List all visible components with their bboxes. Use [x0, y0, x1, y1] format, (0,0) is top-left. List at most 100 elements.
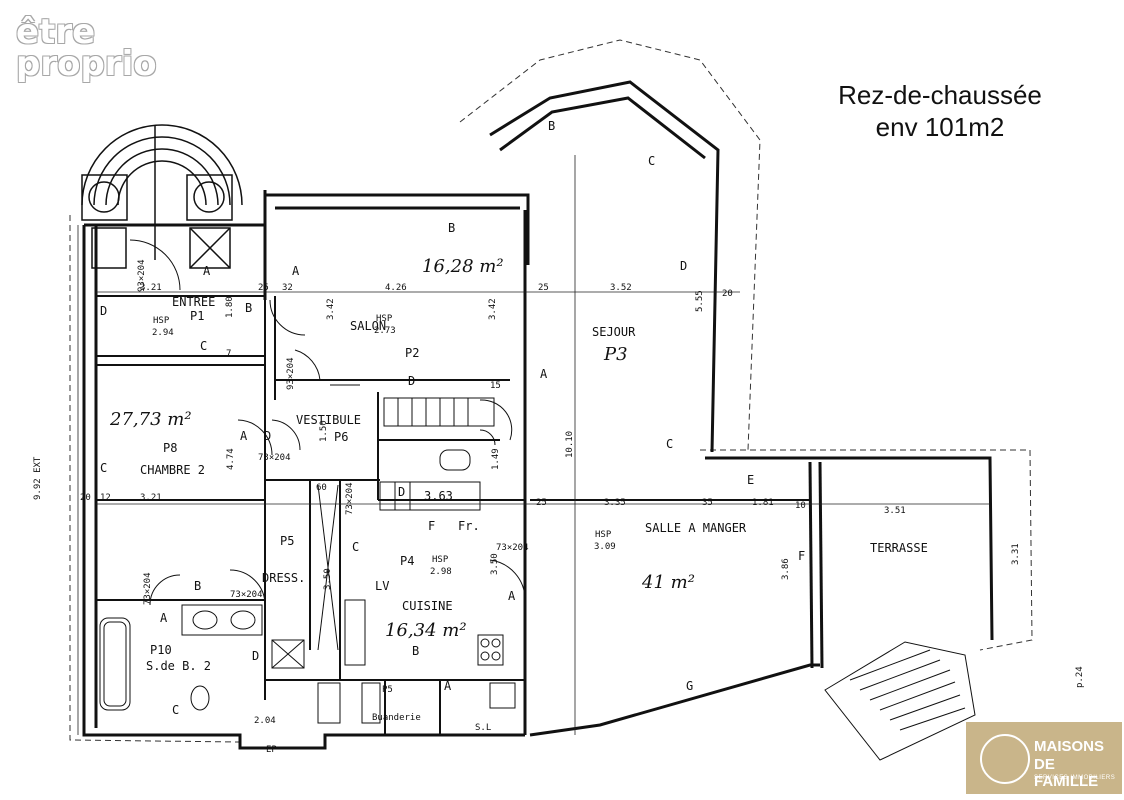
- letter-a-4: A: [240, 429, 248, 443]
- room-buanderie-name: Buanderie: [372, 713, 421, 723]
- room-chambre2-name: CHAMBRE 2: [140, 463, 205, 477]
- dim-992: 9.92 EXT: [33, 456, 43, 500]
- letter-d-6: D: [252, 649, 259, 663]
- letter-e: E: [747, 473, 754, 487]
- num-12-left: 12: [100, 493, 111, 503]
- room-chambre2-code: P8: [163, 441, 177, 455]
- letter-d-2: D: [680, 259, 687, 273]
- walls: [82, 80, 994, 750]
- room-entree-hsp-label: HSP: [153, 316, 170, 326]
- dim-342: 3.42: [326, 298, 336, 320]
- room-cuisine-area: 16,34 m²: [385, 620, 467, 641]
- stair-value: 3.63: [424, 489, 453, 503]
- dim-331: 3.31: [1011, 543, 1021, 565]
- letter-lv: LV: [375, 579, 389, 593]
- letter-d-5: D: [398, 485, 405, 499]
- interior-walls: [96, 295, 810, 735]
- letter-c-2: C: [648, 154, 655, 168]
- watermark-line2: proprio: [16, 44, 157, 84]
- letter-c-4: C: [100, 461, 107, 475]
- dimension-lines: [77, 155, 990, 735]
- room-dress-name: DRESS.: [262, 571, 305, 585]
- letter-b-2: B: [448, 221, 455, 235]
- dim-555: 5.55: [695, 290, 705, 312]
- num-25-c: 25: [536, 498, 547, 508]
- letter-g: G: [686, 679, 693, 693]
- dim-1010: 10.10: [565, 431, 575, 458]
- letter-b-5: B: [194, 579, 201, 593]
- room-salon-hsp: 2.73: [374, 326, 396, 336]
- letter-d-4: D: [264, 429, 271, 443]
- porch: [81, 124, 243, 269]
- door-dim-3: 73×204: [258, 453, 291, 463]
- letter-a-5: A: [508, 589, 516, 603]
- letter-d-1: D: [100, 304, 107, 318]
- dimension-labels: 3.21 4.26 3.52 3.42 3.42 1.80 3.21 3.35 …: [33, 259, 1021, 726]
- plan-title: Rez-de-chaussée: [838, 80, 1042, 110]
- num-35: 35: [702, 498, 713, 508]
- logo-line2: DE FAMILLE: [1034, 756, 1099, 790]
- room-salle-hsp-label: HSP: [595, 530, 612, 540]
- letter-ep: EP: [266, 745, 277, 755]
- dim-149: 1.49: [491, 448, 501, 470]
- dim-350b: 3.50: [490, 553, 500, 575]
- dim-352: 3.52: [610, 283, 632, 293]
- room-salon-hsp-label: HSP: [376, 314, 393, 324]
- room-salle-name: SALLE A MANGER: [645, 521, 747, 535]
- room-salle-hsp: 3.09: [594, 542, 616, 552]
- letter-a-7: A: [444, 679, 452, 693]
- room-cuisine-name: CUISINE: [402, 599, 453, 613]
- letter-fr: Fr.: [458, 519, 480, 533]
- dim-342b: 3.42: [488, 298, 498, 320]
- letter-a-2: A: [292, 264, 300, 278]
- logo-line1: MAISONS: [1034, 738, 1105, 755]
- house-icon: [980, 734, 1030, 784]
- door-dim-6: 73×204: [230, 590, 263, 600]
- room-vestibule-code: P6: [334, 430, 348, 444]
- door-dim-7: 73×204: [143, 572, 153, 605]
- door-dim-1: 93×204: [137, 259, 147, 292]
- num-7: 7: [226, 349, 231, 359]
- room-sdb2-code: P10: [150, 643, 172, 657]
- staircase: [379, 397, 976, 761]
- num-15: 15: [490, 381, 501, 391]
- dim-426: 4.26: [385, 283, 407, 293]
- door-dim-2: 93×204: [286, 357, 296, 390]
- letter-f-2: F: [798, 549, 805, 563]
- letter-c-5: C: [352, 540, 359, 554]
- num-10: 10: [795, 501, 806, 511]
- room-entree-name: ENTREE: [172, 295, 215, 309]
- dim-150: 1.50: [319, 420, 329, 442]
- dim-350: 3.50: [323, 568, 333, 590]
- letter-b-1: B: [245, 301, 252, 315]
- room-salon-area: 16,28 m²: [422, 256, 504, 277]
- dim-321-top: 3.21: [140, 283, 162, 293]
- annotation-letters: A A B C D B B C D A C D C A D D F Fr. C …: [100, 119, 805, 755]
- agency-logo: MAISONS DE FAMILLE SERVICES IMMOBILIERS: [966, 722, 1122, 794]
- door-dim-5: 73×204: [496, 543, 529, 553]
- room-salon-code: P2: [405, 346, 419, 360]
- room-sejour-name: SEJOUR: [592, 325, 636, 339]
- letter-c-6: C: [172, 703, 179, 717]
- letter-sl: S.L: [475, 723, 491, 733]
- room-entree-code: P1: [190, 309, 204, 323]
- num-25-a: 25: [258, 283, 269, 293]
- letter-c-3: C: [666, 437, 673, 451]
- watermark-line1: être: [16, 12, 96, 52]
- room-salle-area: 41 m²: [641, 572, 695, 593]
- letter-b-4: B: [412, 644, 419, 658]
- num-20-left: 20: [80, 493, 91, 503]
- door-swings: [129, 239, 526, 606]
- room-terrasse-name: TERRASSE: [870, 541, 928, 555]
- dim-180: 1.80: [225, 296, 235, 318]
- room-cuisine-code: P4: [400, 554, 414, 568]
- num-25-b: 25: [538, 283, 549, 293]
- num-32: 32: [282, 283, 293, 293]
- room-cuisine-hsp: 2.98: [430, 567, 452, 577]
- room-salon-name: SALON: [350, 319, 386, 333]
- letter-a-1: A: [203, 264, 211, 278]
- letter-d-3: D: [408, 374, 415, 388]
- letter-b-3: B: [548, 119, 555, 133]
- letter-a-6: A: [160, 611, 168, 625]
